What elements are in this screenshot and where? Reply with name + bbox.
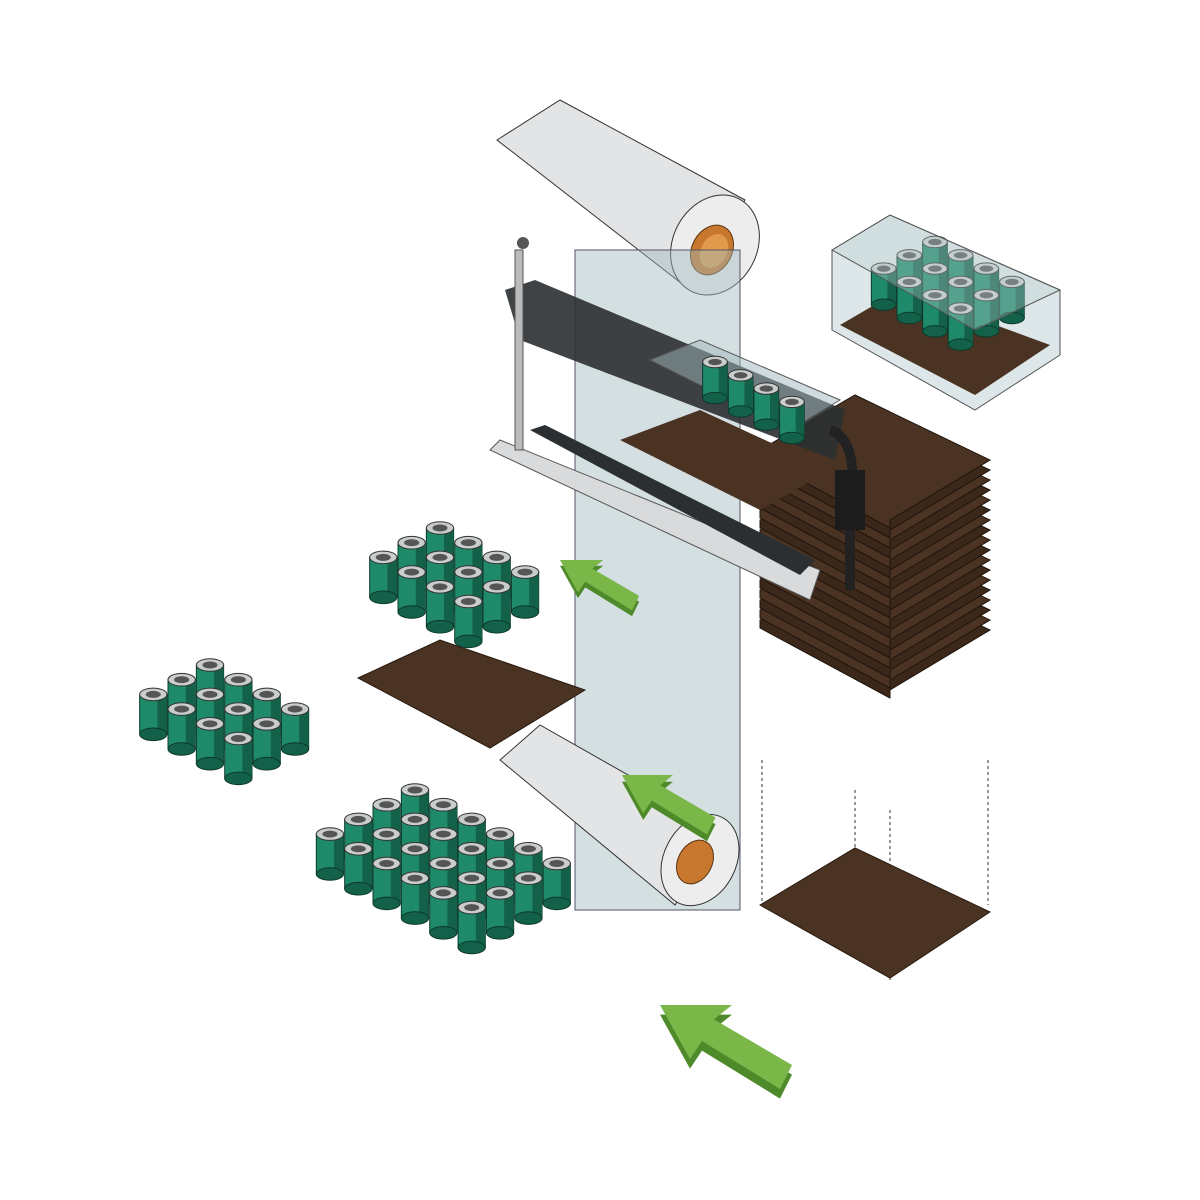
can bbox=[139, 687, 168, 742]
can bbox=[514, 871, 543, 925]
top-film-roll bbox=[496, 99, 760, 296]
can bbox=[973, 289, 1000, 338]
can bbox=[224, 731, 253, 786]
wrapped-pack-film bbox=[831, 214, 1062, 331]
arrow-icon bbox=[560, 560, 640, 617]
can bbox=[922, 289, 948, 338]
can bbox=[727, 369, 754, 418]
can bbox=[315, 827, 345, 881]
can bbox=[454, 594, 483, 649]
can bbox=[344, 842, 373, 896]
can bbox=[372, 856, 401, 911]
can bbox=[280, 702, 310, 756]
can bbox=[896, 275, 923, 325]
can bbox=[167, 702, 196, 756]
can bbox=[252, 717, 281, 771]
can bbox=[485, 886, 515, 940]
can bbox=[482, 580, 511, 634]
can bbox=[425, 580, 455, 634]
can bbox=[429, 886, 458, 940]
can bbox=[753, 382, 780, 431]
can bbox=[369, 550, 398, 605]
can bbox=[779, 395, 805, 445]
can bbox=[397, 565, 426, 619]
can bbox=[195, 717, 225, 771]
arrow-icon bbox=[660, 1005, 792, 1099]
arrow-icon bbox=[622, 775, 716, 842]
can bbox=[542, 856, 571, 911]
can bbox=[702, 355, 728, 405]
can bbox=[510, 565, 540, 619]
can bbox=[400, 871, 430, 925]
can bbox=[922, 235, 948, 285]
single-pad bbox=[759, 760, 992, 980]
bottom-film-roll bbox=[499, 724, 740, 907]
can bbox=[457, 900, 486, 955]
pad-under-pack bbox=[356, 639, 587, 749]
